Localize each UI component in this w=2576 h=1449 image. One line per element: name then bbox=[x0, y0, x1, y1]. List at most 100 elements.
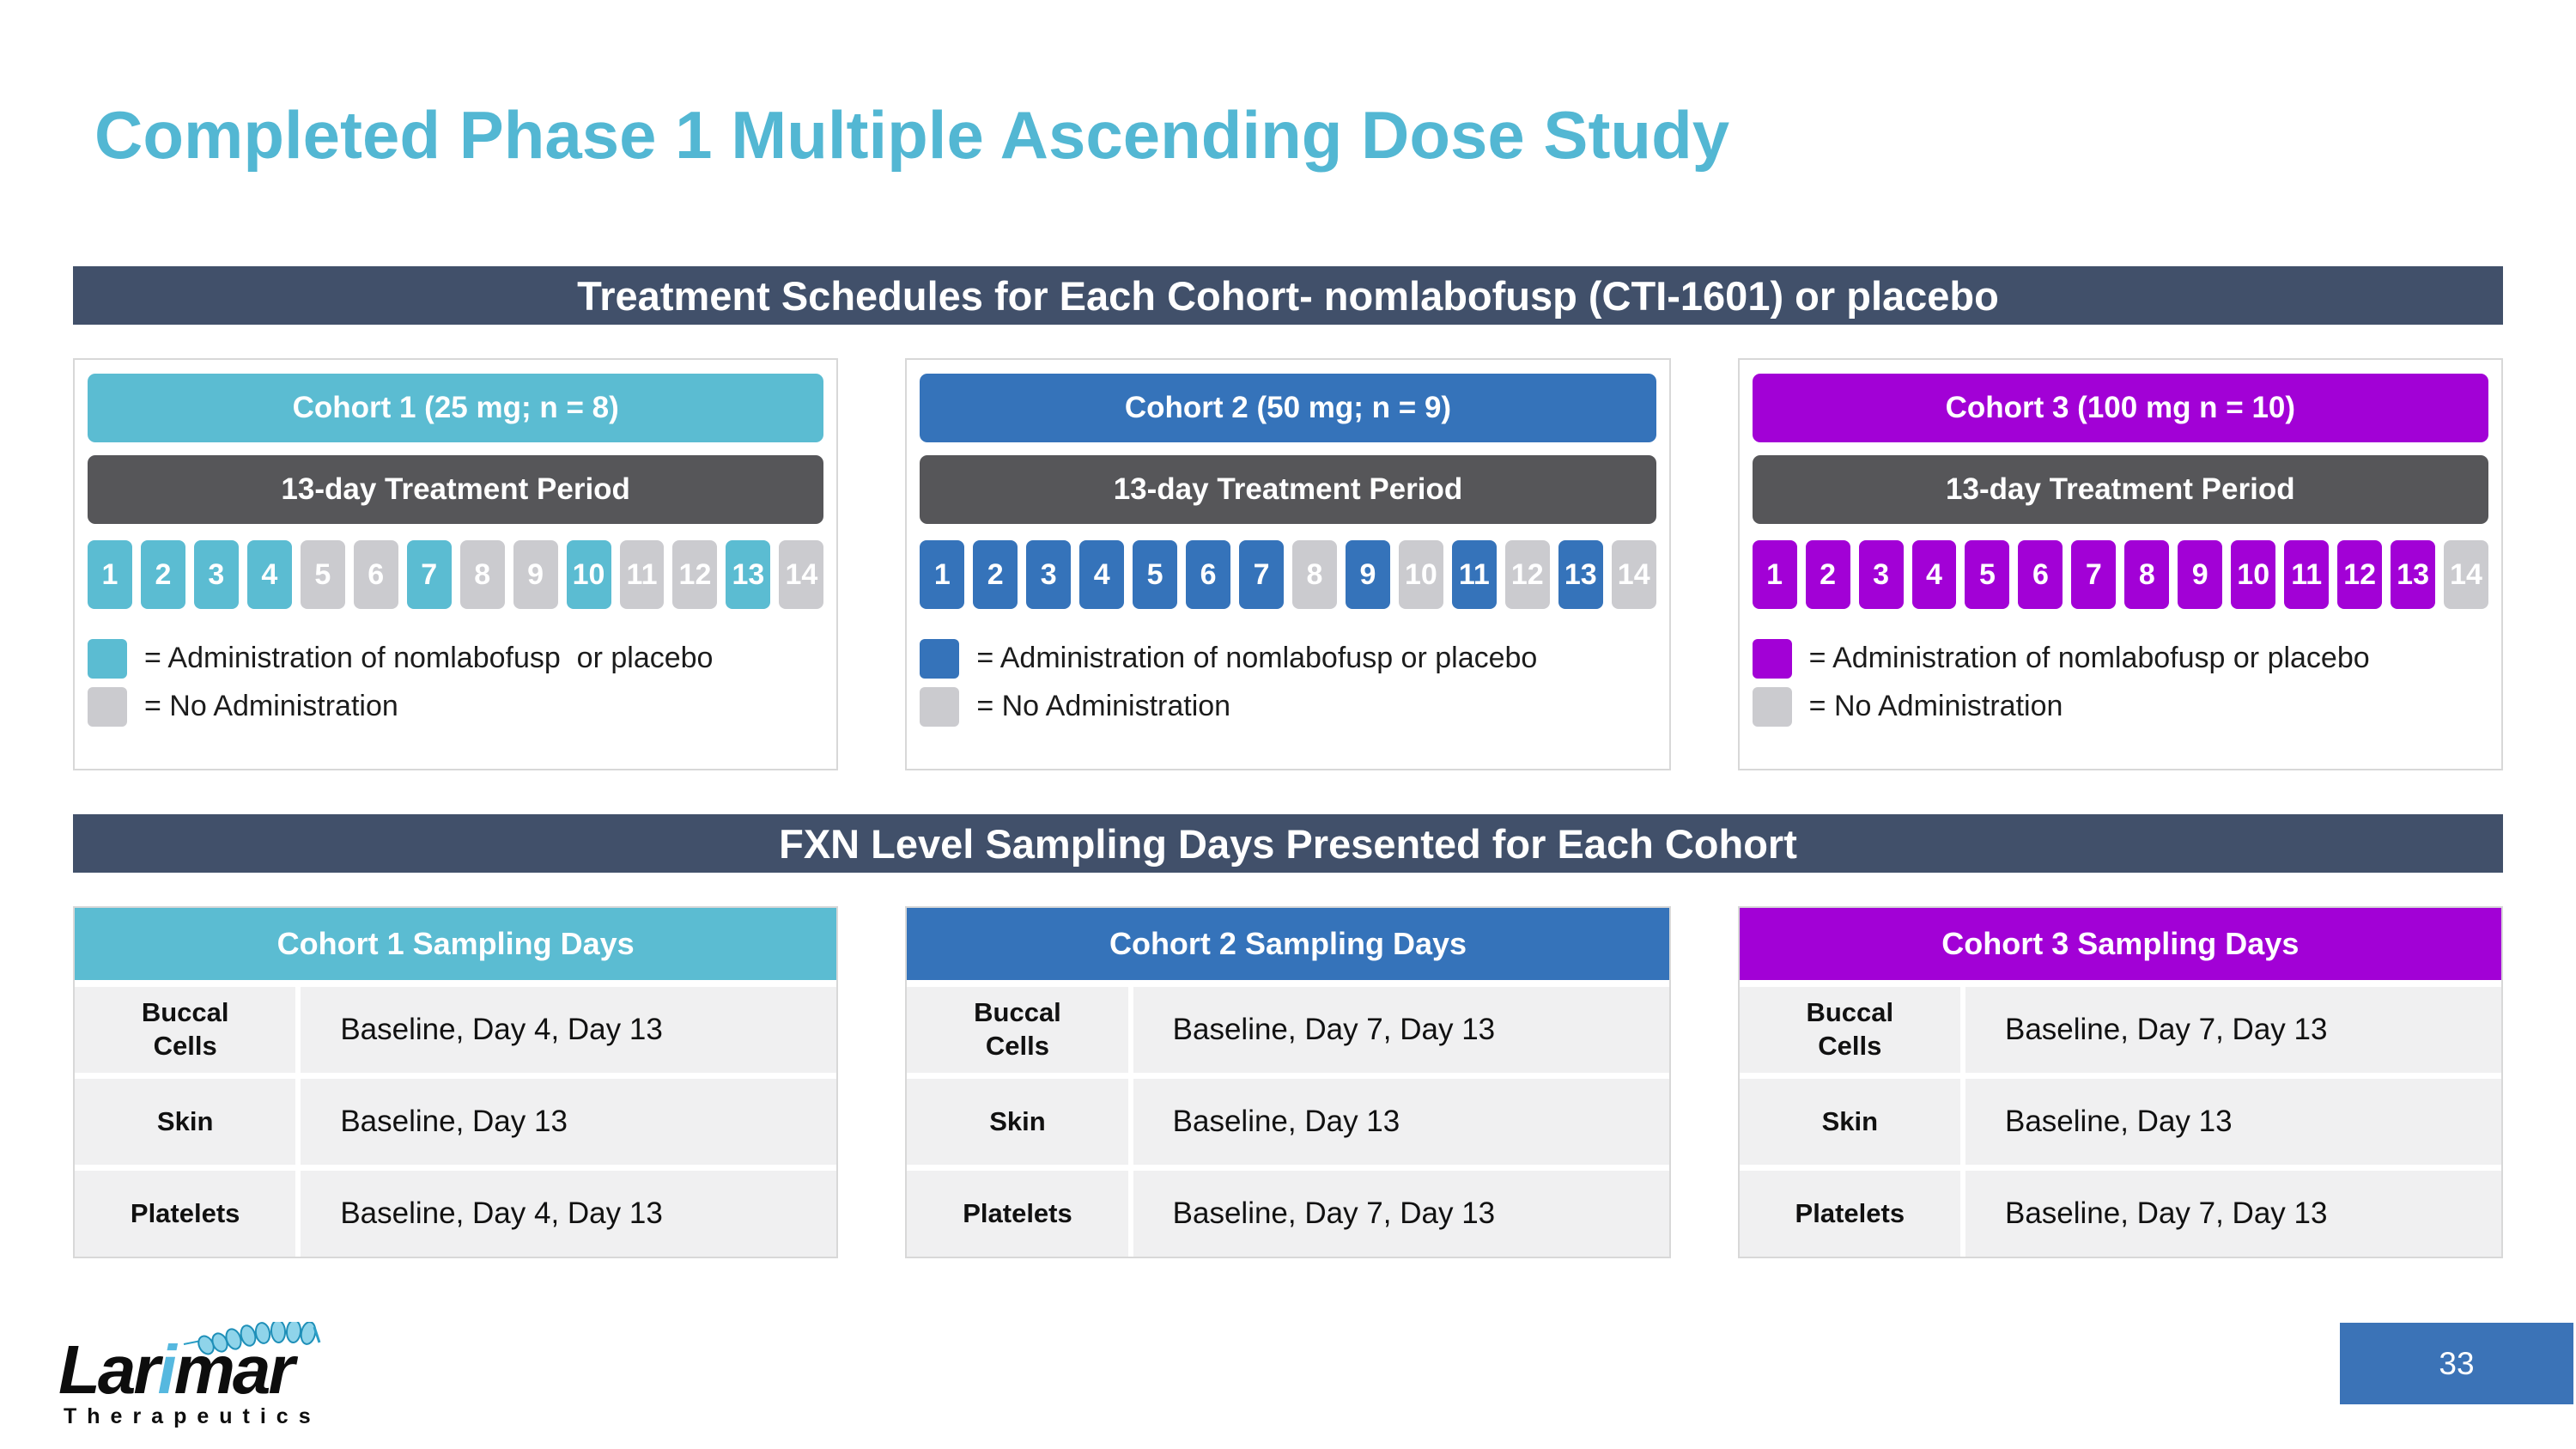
day-cell-2: 2 bbox=[1805, 540, 1850, 609]
larimar-logo: Larimar Therapeutics bbox=[53, 1322, 337, 1441]
row-label: Skin bbox=[989, 1105, 1046, 1136]
row-label-cell: Platelets bbox=[907, 1171, 1128, 1257]
no-administration-swatch bbox=[88, 686, 127, 727]
day-cell-1: 1 bbox=[88, 540, 132, 609]
treatment-period-bar: 13-day Treatment Period bbox=[88, 455, 824, 524]
row-label: Platelets bbox=[963, 1197, 1072, 1228]
legend: = Administration of nomlabofusp or place… bbox=[920, 638, 1656, 727]
logo-subtitle: Therapeutics bbox=[64, 1404, 321, 1428]
day-cell-12: 12 bbox=[1504, 540, 1550, 609]
day-cell-8: 8 bbox=[1292, 540, 1337, 609]
no-administration-legend-label: = No Administration bbox=[144, 690, 398, 722]
row-label: Skin bbox=[1821, 1105, 1879, 1136]
row-value-cell: Baseline, Day 13 bbox=[301, 1079, 837, 1165]
helix-icon bbox=[183, 1322, 321, 1355]
day-cell-14: 14 bbox=[1611, 540, 1656, 609]
day-cell-13: 13 bbox=[2391, 540, 2436, 609]
administration-legend-item: = Administration of nomlabofusp or place… bbox=[88, 638, 823, 679]
day-cell-10: 10 bbox=[566, 540, 611, 609]
day-cell-1: 1 bbox=[1752, 540, 1797, 609]
day-cell-7: 7 bbox=[1239, 540, 1284, 609]
administration-legend-item: = Administration of nomlabofusp or place… bbox=[1752, 638, 2488, 679]
table-row: Skin Baseline, Day 13 bbox=[907, 1079, 1669, 1165]
day-cell-14: 14 bbox=[2444, 540, 2488, 609]
page-title: Completed Phase 1 Multiple Ascending Dos… bbox=[94, 97, 1730, 173]
day-cell-13: 13 bbox=[1558, 540, 1603, 609]
no-administration-swatch bbox=[920, 686, 960, 727]
day-cell-10: 10 bbox=[1398, 540, 1443, 609]
administration-swatch bbox=[88, 638, 127, 679]
cohort-2-panel: Cohort 2 (50 mg; n = 9) 13-day Treatment … bbox=[905, 358, 1671, 770]
day-cell-3: 3 bbox=[1026, 540, 1072, 609]
row-label: Buccal Cells bbox=[1806, 997, 1894, 1061]
row-value-cell: Baseline, Day 4, Day 13 bbox=[301, 1171, 837, 1257]
administration-legend-label: = Administration of nomlabofusp or place… bbox=[976, 642, 1538, 674]
no-administration-legend-item: = No Administration bbox=[1752, 686, 2488, 727]
day-cell-5: 5 bbox=[300, 540, 345, 609]
row-label-cell: Skin bbox=[75, 1079, 296, 1165]
day-cell-11: 11 bbox=[2284, 540, 2330, 609]
administration-legend-item: = Administration of nomlabofusp or place… bbox=[920, 638, 1656, 679]
row-label: Buccal Cells bbox=[974, 997, 1061, 1061]
table-row: Platelets Baseline, Day 7, Day 13 bbox=[907, 1171, 1669, 1257]
day-cell-8: 8 bbox=[2124, 540, 2170, 609]
row-label-cell: Buccal Cells bbox=[1739, 987, 1960, 1073]
day-cell-13: 13 bbox=[726, 540, 771, 609]
no-administration-legend-label: = No Administration bbox=[1808, 690, 2063, 722]
day-cell-4: 4 bbox=[1911, 540, 1957, 609]
row-label-cell: Skin bbox=[907, 1079, 1128, 1165]
treatment-period-bar: 13-day Treatment Period bbox=[920, 455, 1656, 524]
administration-swatch bbox=[1752, 638, 1792, 679]
table-row: Skin Baseline, Day 13 bbox=[1739, 1079, 2501, 1165]
cohort-2-header: Cohort 2 (50 mg; n = 9) bbox=[920, 374, 1656, 442]
cohort-1-header: Cohort 1 (25 mg; n = 8) bbox=[88, 374, 824, 442]
legend: = Administration of nomlabofusp or place… bbox=[88, 638, 823, 727]
table-row: Platelets Baseline, Day 4, Day 13 bbox=[75, 1171, 837, 1257]
page-number-box: 33 bbox=[2340, 1323, 2573, 1404]
day-cell-7: 7 bbox=[406, 540, 452, 609]
cohort-2-sampling-header: Cohort 2 Sampling Days bbox=[907, 908, 1669, 980]
row-value-cell: Baseline, Day 13 bbox=[1133, 1079, 1669, 1165]
administration-swatch bbox=[920, 638, 960, 679]
day-cell-9: 9 bbox=[1345, 540, 1390, 609]
day-cell-9: 9 bbox=[2178, 540, 2223, 609]
day-cell-14: 14 bbox=[779, 540, 824, 609]
administration-legend-label: = Administration of nomlabofusp or place… bbox=[1808, 642, 2370, 674]
row-label: Platelets bbox=[130, 1197, 240, 1228]
logo-accent-i: i bbox=[157, 1331, 177, 1408]
row-label: Platelets bbox=[1795, 1197, 1905, 1228]
day-cell-8: 8 bbox=[459, 540, 505, 609]
day-cell-7: 7 bbox=[2071, 540, 2117, 609]
fxn-sampling-banner: FXN Level Sampling Days Presented for Ea… bbox=[73, 814, 2503, 873]
cohort-3-header: Cohort 3 (100 mg n = 10) bbox=[1752, 374, 2488, 442]
day-cell-4: 4 bbox=[246, 540, 292, 609]
day-cell-1: 1 bbox=[920, 540, 965, 609]
no-administration-swatch bbox=[1752, 686, 1792, 727]
table-row: Buccal Cells Baseline, Day 7, Day 13 bbox=[907, 987, 1669, 1073]
row-label-cell: Buccal Cells bbox=[907, 987, 1128, 1073]
row-value-cell: Baseline, Day 7, Day 13 bbox=[1133, 987, 1669, 1073]
logo-wordmark: Larimar bbox=[58, 1331, 295, 1408]
day-cell-12: 12 bbox=[2337, 540, 2383, 609]
no-administration-legend-label: = No Administration bbox=[976, 690, 1231, 722]
day-cell-2: 2 bbox=[140, 540, 185, 609]
row-value-cell: Baseline, Day 7, Day 13 bbox=[1133, 1171, 1669, 1257]
day-cell-3: 3 bbox=[1858, 540, 1904, 609]
day-cell-2: 2 bbox=[973, 540, 1018, 609]
treatment-schedules-banner: Treatment Schedules for Each Cohort- nom… bbox=[73, 266, 2503, 325]
day-cell-6: 6 bbox=[1186, 540, 1231, 609]
row-value-cell: Baseline, Day 13 bbox=[1965, 1079, 2501, 1165]
day-cell-3: 3 bbox=[193, 540, 239, 609]
